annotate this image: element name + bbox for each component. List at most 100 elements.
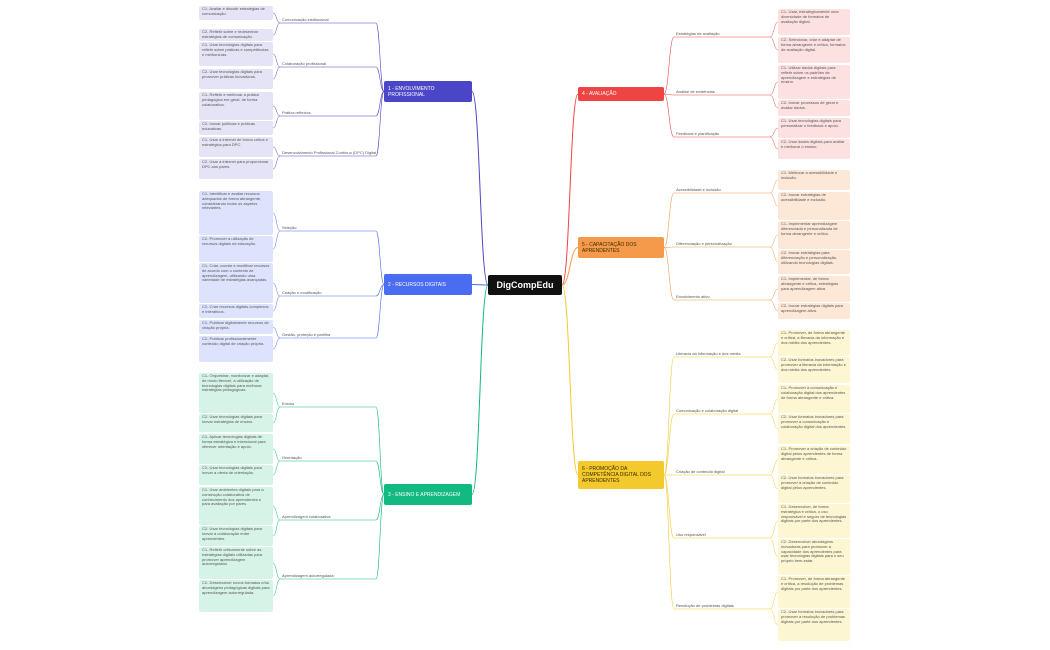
competence-card[interactable]: C2- Inovar estratégias digitais para apr… — [778, 303, 850, 319]
competence-card[interactable]: C1- Desenvolver, de forma estratégica e … — [778, 504, 850, 538]
competence-card[interactable]: C2- Usar tecnologias digitais para inova… — [199, 465, 273, 485]
competence-card[interactable]: C2- Usar formatos inovadores para promov… — [778, 357, 850, 383]
competence-card[interactable]: C1- Aplicar tecnologias digitais de form… — [199, 434, 273, 464]
connector-line — [272, 12, 281, 24]
connector-line — [272, 115, 281, 129]
subtopic-gestao-protecao-e-partilha[interactable]: Gestão, proteção e partilha — [282, 332, 331, 337]
subtopic-aprendizagem-colaborativa[interactable]: Aprendizagem colaborativa — [282, 514, 331, 519]
connector-line — [272, 282, 281, 297]
competence-card[interactable]: C2- Refletir sobre e redesenhar estratég… — [199, 29, 273, 41]
competence-card[interactable]: C2- Usar a internet para proporcionar DP… — [199, 159, 273, 179]
competence-card[interactable]: C2- Usar formatos inovadores para promov… — [778, 475, 850, 503]
branch-5-capacitacao-dos-aprendentes[interactable]: 5 - CAPACITAÇÃO DOS APRENDENTES — [578, 237, 664, 258]
competence-card[interactable]: C2- Inovar políticas e práticas educativ… — [199, 121, 273, 135]
branch-6-promocao-da-competencia-digital-dos-aprendentes[interactable]: 6 - PROMOÇÃO DA COMPETÊNCIA DIGITAL DOS … — [578, 461, 664, 489]
subtopic-ensino[interactable]: Ensino — [282, 401, 295, 406]
competence-card[interactable]: C1- Promover a criação de conteúdo digit… — [778, 446, 850, 474]
branch-3-ensino-e-aprendizagem[interactable]: 3 - ENSINO E APRENDIZAGEM — [384, 484, 472, 505]
subtopic-literacia-da-informacao-e-dos-media[interactable]: Literacia da informação e dos média — [676, 351, 741, 356]
connector-line — [769, 81, 779, 96]
subtopic-comunicacao-e-colaboracao-digital[interactable]: Comunicação e colaboração digital — [676, 408, 739, 413]
competence-card[interactable]: C2- Usar tecnologias digitais para promo… — [199, 69, 273, 89]
subtopic-orientacao[interactable]: Orientação — [282, 455, 302, 460]
connector-line — [272, 337, 281, 350]
subtopic-diferenciacao-e-personalizacao[interactable]: Diferenciação e personalização — [676, 241, 732, 246]
competence-card[interactable]: C1- Usar tecnologias digitais para perso… — [778, 118, 850, 138]
connector-line — [561, 93, 579, 286]
connector-line — [769, 459, 779, 476]
subtopic-acessibilidade-e-inclusao[interactable]: Acessibilidade e inclusão — [676, 187, 721, 192]
subtopic-colaboracao-profissional[interactable]: Colaboração profissional — [282, 61, 327, 66]
connector-line — [769, 474, 779, 490]
competence-card[interactable]: C1- Identificar e avaliar recursos adequ… — [199, 191, 273, 235]
competence-card[interactable]: C1- Orquestrar, monitorizar e adaptar, d… — [199, 373, 273, 413]
connector-line — [272, 392, 281, 408]
competence-card[interactable]: C1- Promover a comunicação e colaboração… — [778, 385, 850, 413]
competence-card[interactable]: C1- Publicar digitalmente recursos de cr… — [199, 320, 273, 334]
branch-2-recursos-digitais[interactable]: 2 - RECURSOS DIGITAIS — [384, 274, 472, 295]
subtopic-criacao-e-modificacao[interactable]: Criação e modificação — [282, 290, 322, 295]
subtopic-comunicacao-institucional[interactable]: Comunicação institucional — [282, 17, 329, 22]
competence-card[interactable]: C2- Desenvolver novos formatos e/ou abor… — [199, 580, 273, 612]
subtopic-desenvolvimento-profissional-continuo-dpc-digital[interactable]: Desenvolvimento Profissional Contínuo (D… — [282, 150, 377, 155]
competence-card[interactable]: C1- Utilizar dados digitais para refleti… — [778, 65, 850, 99]
competence-card[interactable]: C2- Usar dados digitais para avaliar e m… — [778, 139, 850, 159]
competence-card[interactable]: C1- Usar a internet de forma crítica e e… — [199, 137, 273, 157]
connector-line — [272, 562, 281, 580]
connector-line — [769, 398, 779, 415]
central-topic[interactable]: DigCompEdu — [488, 275, 562, 295]
connector-line — [561, 247, 579, 286]
subtopic-envolvimento-ativo[interactable]: Envolvimento ativo — [676, 294, 710, 299]
subtopic-resolucao-de-problemas-digitais[interactable]: Resolução de problemas digitais — [676, 603, 734, 608]
connector-line — [272, 22, 281, 36]
competence-card[interactable]: C2- Inovar processos de gerar e avaliar … — [778, 100, 850, 116]
competence-card[interactable]: C2- Desenvolver abordagens inovadoras pa… — [778, 539, 850, 575]
subtopic-criacao-de-conteudo-digital[interactable]: Criação de conteúdo digital — [676, 469, 725, 474]
subtopic-uso-responsavel[interactable]: Uso responsável — [676, 532, 706, 537]
competence-card[interactable]: C2- Usar tecnologias digitais para inova… — [199, 414, 273, 432]
connector-line — [769, 413, 779, 430]
competence-card[interactable]: C2- Inovar estratégias de acessibilidade… — [778, 192, 850, 220]
competence-card[interactable]: C1- Refletir e melhorar a prática pedagó… — [199, 92, 273, 120]
connector-line — [769, 21, 779, 38]
competence-card[interactable]: C2- Publicar profissionalmente conteúdo … — [199, 336, 273, 362]
competence-card[interactable]: C2- Inovar estratégias para diferenciaçã… — [778, 250, 850, 274]
connector-line — [769, 234, 779, 248]
subtopic-selecao[interactable]: Seleção — [282, 225, 297, 230]
competence-card[interactable]: C1- Usar ambientes digitais para a const… — [199, 487, 273, 525]
competence-card[interactable]: C1- Implementar aprendizagem diferenciad… — [778, 221, 850, 249]
competence-card[interactable]: C2- Usar tecnologias digitais para inova… — [199, 526, 273, 546]
subtopic-feedback-e-planificacao[interactable]: Feedback e planificação — [676, 131, 720, 136]
competence-card[interactable]: C2- Usar formatos inovadores para promov… — [778, 414, 850, 444]
competence-card[interactable]: C2- Promover a utilização de recursos di… — [199, 236, 273, 262]
connector-line — [272, 230, 281, 250]
competence-card[interactable]: C1- Melhorar a acessibilidade e inclusão… — [778, 170, 850, 190]
competence-card[interactable]: C1- Avaliar e discutir estratégias de co… — [199, 6, 273, 20]
connector-line — [375, 284, 385, 297]
competence-card[interactable]: C1- Refletir criticamente sobre as estra… — [199, 547, 273, 579]
connector-line — [663, 474, 675, 539]
branch-1-envolvimento-profissional[interactable]: 1 - ENVOLVIMENTO PROFISSIONAL — [384, 81, 472, 102]
competence-card[interactable]: C2- Selecionar, criar e adaptar de forma… — [778, 37, 850, 63]
competence-card[interactable]: C2- Usar formatos inovadores para promov… — [778, 609, 850, 641]
connector-line — [272, 295, 281, 312]
branch-4-avaliacao[interactable]: 4 - AVALIAÇÃO — [578, 87, 664, 101]
competence-card[interactable]: C1- Usar, estrategicamente uma diversida… — [778, 9, 850, 35]
competence-card[interactable]: C1- Implementar, de forma abrangente e c… — [778, 276, 850, 302]
connector-line — [375, 22, 385, 92]
subtopic-aprendizagem-autorregulada[interactable]: Aprendizagem autorregulada — [282, 573, 334, 578]
connector-line — [769, 136, 779, 150]
connector-line — [272, 406, 281, 424]
competence-card[interactable]: C1- Promover, de forma abrangente e crít… — [778, 330, 850, 356]
competence-card[interactable]: C1- Criar, cocriar e modificar recursos … — [199, 263, 273, 303]
subtopic-estrategias-de-avaliacao[interactable]: Estratégias de avaliação — [676, 31, 720, 36]
connector-line — [769, 591, 779, 610]
connector-line — [375, 494, 385, 580]
competence-card[interactable]: C1- Promover, de forma abrangente e crít… — [778, 576, 850, 608]
competence-card[interactable]: C2- Criar recursos digitais complexos e … — [199, 304, 273, 318]
subtopic-pratica-reflexiva[interactable]: Prática reflexiva — [282, 110, 311, 115]
competence-card[interactable]: C1- Usar tecnologias digitais para refle… — [199, 42, 273, 66]
subtopic-analise-de-evidencias[interactable]: Análise de evidências — [676, 89, 715, 94]
connector-line — [663, 93, 675, 138]
